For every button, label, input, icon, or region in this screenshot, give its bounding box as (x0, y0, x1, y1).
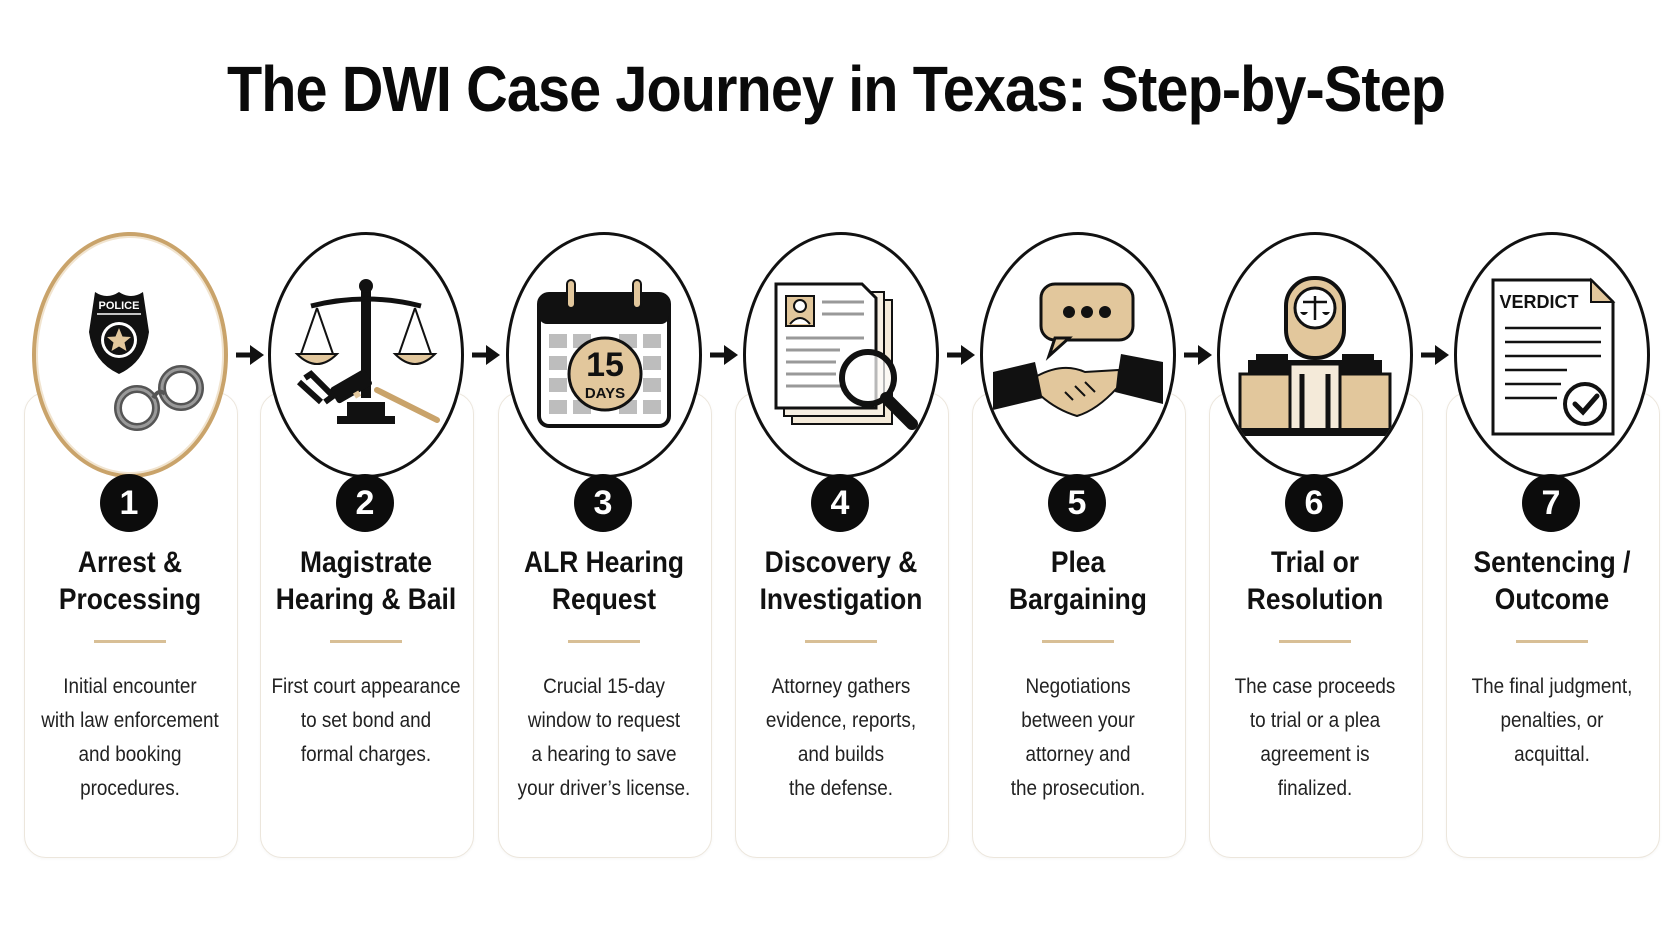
step-number: 4 (811, 474, 869, 532)
courtroom-bench-icon (1217, 232, 1413, 478)
divider (1279, 640, 1351, 643)
divider (1516, 640, 1588, 643)
step-1: POLICE 1 Arrest &Processing Initial enco… (24, 232, 262, 860)
step-number: 7 (1522, 474, 1580, 532)
arrow-right-icon (472, 345, 500, 365)
divider (1042, 640, 1114, 643)
divider (568, 640, 640, 643)
step-4: 4 Discovery &Investigation Attorney gath… (735, 232, 973, 860)
step-number: 6 (1285, 474, 1343, 532)
step-7: VERDICT 7 Sentencing /Outcome The final … (1446, 232, 1672, 860)
page-title: The DWI Case Journey in Texas: Step-by-S… (226, 53, 1446, 125)
step-title: Arrest &Processing (58, 546, 202, 616)
step-title: Discovery &Investigation (759, 546, 923, 616)
step-number: 2 (336, 474, 394, 532)
divider (94, 640, 166, 643)
verdict-document-icon: VERDICT (1454, 232, 1650, 478)
calendar-15-days-icon: 15 DAYS (506, 232, 702, 478)
arrow-right-icon (947, 345, 975, 365)
divider (805, 640, 877, 643)
divider (330, 640, 402, 643)
documents-magnifier-icon (743, 232, 939, 478)
scales-gavel-icon (268, 232, 464, 478)
calendar-number: 15 (586, 346, 624, 384)
arrow-right-icon (1184, 345, 1212, 365)
police-badge-handcuffs-icon: POLICE (32, 232, 228, 478)
calendar-text: DAYS (585, 385, 625, 402)
document-heading: VERDICT (1499, 292, 1578, 312)
step-number: 5 (1048, 474, 1106, 532)
badge-text: POLICE (99, 300, 140, 312)
step-number: 3 (574, 474, 632, 532)
step-number: 1 (100, 474, 158, 532)
arrow-right-icon (236, 345, 264, 365)
arrow-right-icon (710, 345, 738, 365)
step-title: Sentencing /Outcome (1473, 546, 1631, 616)
handshake-speech-icon (980, 232, 1176, 478)
arrow-right-icon (1421, 345, 1449, 365)
